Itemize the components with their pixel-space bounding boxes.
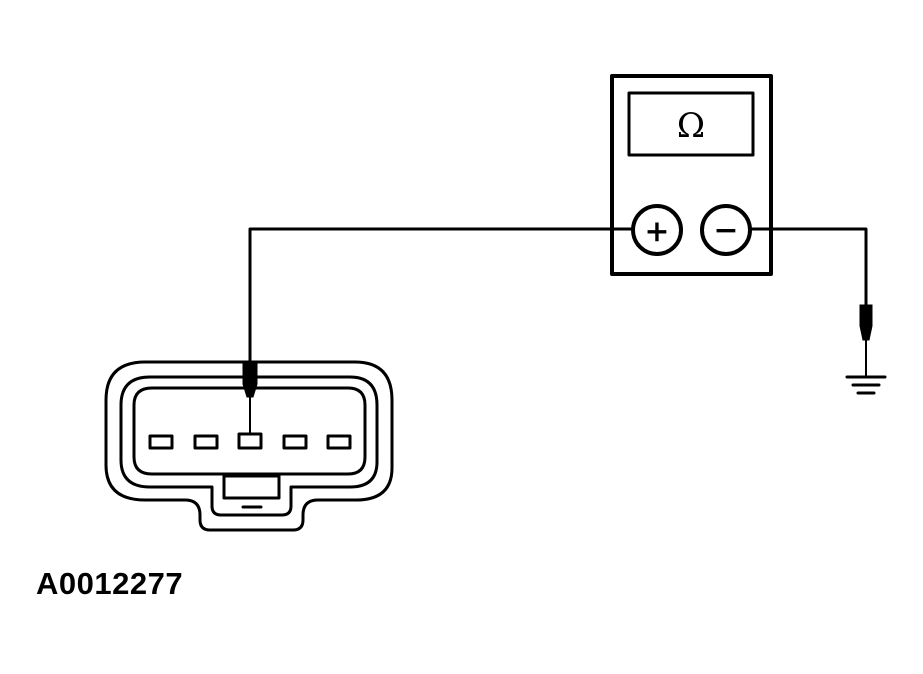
probe-icon [242, 363, 258, 434]
connector-inner-cavity [132, 386, 367, 476]
connector-pin-1 [148, 434, 174, 450]
connector-pin-3 [237, 432, 263, 450]
connector-latch [222, 474, 281, 500]
connector-outer-shell [104, 360, 394, 532]
connector-pin-5 [326, 434, 352, 450]
positive-terminal-label: + [644, 214, 669, 249]
meter-display [627, 91, 755, 157]
ohmmeter-icon: Ω + − [610, 74, 773, 276]
negative-terminal-label: − [713, 213, 738, 248]
connector-pins [148, 432, 352, 450]
connector-pin-4 [282, 434, 308, 450]
negative-lead [748, 227, 887, 395]
connector-inner-shell [119, 375, 379, 517]
ohm-symbol: Ω [677, 106, 705, 146]
connector-icon [104, 360, 394, 532]
ground-icon [845, 375, 887, 395]
meter-body [610, 74, 773, 276]
connector-pin-2 [193, 434, 219, 450]
positive-lead [242, 227, 635, 434]
ground-probe-icon [859, 304, 873, 377]
figure-id: A0012277 [36, 566, 184, 601]
